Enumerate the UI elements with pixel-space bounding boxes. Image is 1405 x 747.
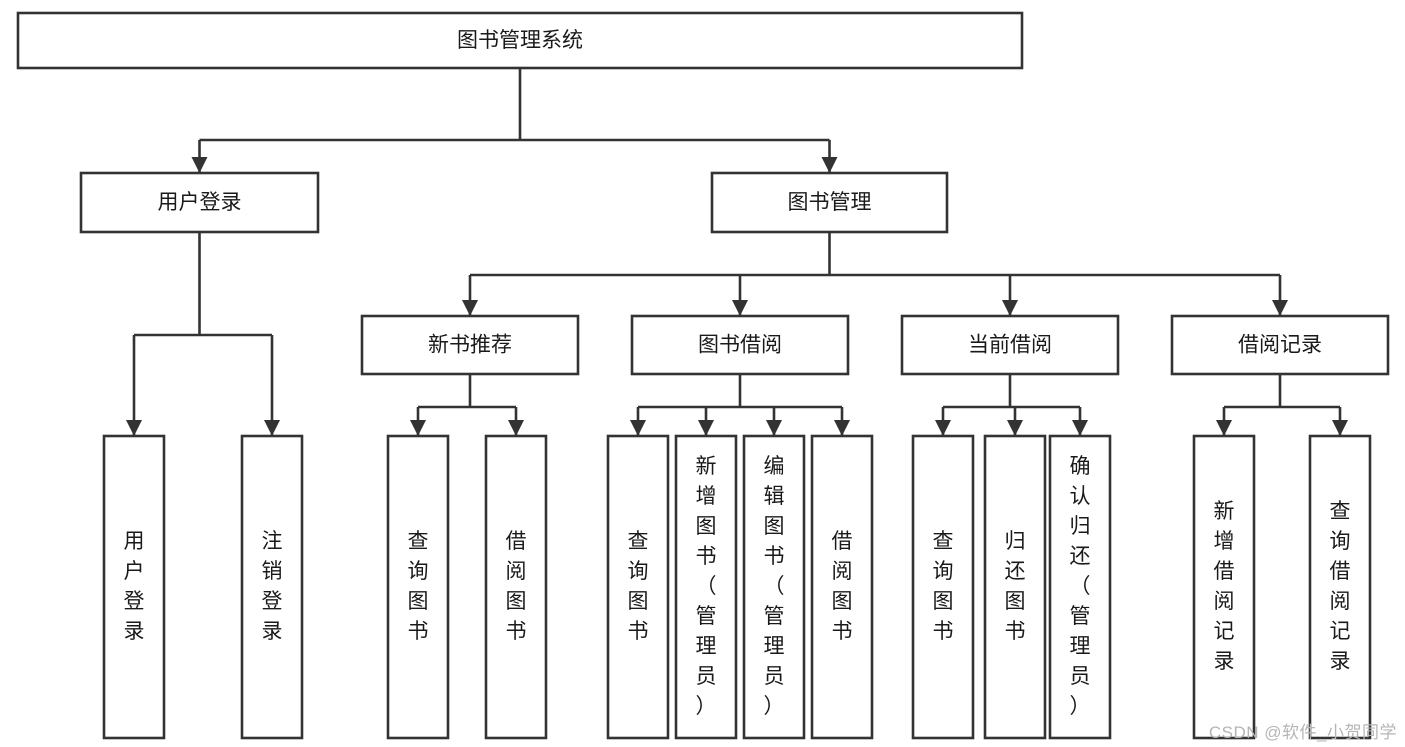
arrow-head-icon [1216,420,1232,436]
node-box-new-book-rec [360,314,580,376]
node-box-borrow-record [1170,314,1390,376]
node-leaf-borrow-book[interactable]: 借阅图书 [810,434,874,740]
node-label-leaf-query-record: 查询借阅记录 [1330,500,1351,673]
node-box-leaf-query-book-borrow [606,434,670,740]
node-current-borrow[interactable]: 当前借阅 [900,314,1120,376]
arrow-head-icon [1272,300,1288,316]
node-label-leaf-query-book-rec: 查询图书 [408,530,429,643]
node-label-leaf-edit-book: 编辑图书（管理员） [764,455,785,718]
node-layer: 图书管理系统用户登录图书管理新书推荐图书借阅当前借阅借阅记录用户登录注销登录查询… [16,11,1390,740]
node-label-book-borrow: 图书借阅 [698,334,782,357]
node-leaf-query-record[interactable]: 查询借阅记录 [1308,434,1372,740]
node-root[interactable]: 图书管理系统 [16,11,1024,70]
node-label-book-manage: 图书管理 [788,191,872,214]
node-label-current-borrow: 当前借阅 [968,334,1052,357]
arrow-head-icon [191,157,208,173]
node-label-leaf-confirm-return: 确认归还（管理员） [1070,455,1091,718]
node-label-leaf-add-record: 新增借阅记录 [1214,500,1235,673]
node-leaf-query-book-borrow[interactable]: 查询图书 [606,434,670,740]
node-label-leaf-user-logout: 注销登录 [262,530,283,643]
node-label-leaf-user-login: 用户登录 [124,530,145,643]
node-borrow-record[interactable]: 借阅记录 [1170,314,1390,376]
node-leaf-add-record[interactable]: 新增借阅记录 [1192,434,1256,740]
node-leaf-borrow-book-rec[interactable]: 借阅图书 [484,434,548,740]
node-box-leaf-borrow-book-rec [484,434,548,740]
node-box-leaf-return-book [983,434,1047,740]
node-box-book-manage [710,171,949,234]
arrow-head-icon [630,420,646,436]
node-box-root [16,11,1024,70]
node-leaf-query-book-current[interactable]: 查询图书 [911,434,975,740]
node-leaf-edit-book[interactable]: 编辑图书（管理员） [742,434,806,740]
node-label-borrow-record: 借阅记录 [1238,334,1322,357]
node-box-leaf-user-logout [240,434,304,740]
arrow-head-icon [1002,300,1018,316]
node-box-leaf-confirm-return [1048,434,1112,740]
node-label-leaf-add-book: 新增图书（管理员） [696,455,717,718]
arrow-head-icon [264,420,280,436]
node-leaf-add-book[interactable]: 新增图书（管理员） [674,434,738,740]
arrow-head-icon [1007,420,1023,436]
node-label-leaf-borrow-book-rec: 借阅图书 [506,530,527,643]
node-book-manage[interactable]: 图书管理 [710,171,949,234]
node-box-leaf-query-book-current [911,434,975,740]
arrow-head-icon [766,420,782,436]
node-box-leaf-edit-book [742,434,806,740]
node-label-user-login: 用户登录 [158,191,242,214]
node-box-user-login [79,171,320,234]
node-label-leaf-return-book: 归还图书 [1005,530,1026,643]
node-user-login[interactable]: 用户登录 [79,171,320,234]
node-box-current-borrow [900,314,1120,376]
arrow-head-icon [732,300,748,316]
arrow-head-icon [410,420,426,436]
arrow-head-icon [834,420,850,436]
node-label-new-book-rec: 新书推荐 [428,334,512,357]
node-label-root: 图书管理系统 [457,29,583,52]
arrow-head-icon [698,420,714,436]
node-leaf-confirm-return[interactable]: 确认归还（管理员） [1048,434,1112,740]
csdn-watermark: CSDN @软件_小贺同学 [1208,723,1397,742]
arrow-head-icon [508,420,524,436]
node-leaf-user-logout[interactable]: 注销登录 [240,434,304,740]
node-box-leaf-query-book-rec [386,434,450,740]
node-box-leaf-query-record [1308,434,1372,740]
node-box-leaf-add-record [1192,434,1256,740]
node-leaf-query-book-rec[interactable]: 查询图书 [386,434,450,740]
node-label-leaf-borrow-book: 借阅图书 [832,530,853,643]
arrow-head-icon [462,300,478,316]
arrow-head-icon [1072,420,1088,436]
arrow-head-icon [935,420,951,436]
arrow-head-icon [1332,420,1348,436]
node-book-borrow[interactable]: 图书借阅 [630,314,850,376]
node-box-book-borrow [630,314,850,376]
node-label-leaf-query-book-borrow: 查询图书 [628,530,649,643]
node-leaf-return-book[interactable]: 归还图书 [983,434,1047,740]
node-box-leaf-user-login [102,434,166,740]
arrow-head-icon [126,420,142,436]
node-leaf-user-login[interactable]: 用户登录 [102,434,166,740]
edge-layer [126,68,1348,436]
arrow-head-icon [821,157,838,173]
node-label-leaf-query-book-current: 查询图书 [933,530,954,643]
node-box-leaf-borrow-book [810,434,874,740]
node-new-book-rec[interactable]: 新书推荐 [360,314,580,376]
node-box-leaf-add-book [674,434,738,740]
